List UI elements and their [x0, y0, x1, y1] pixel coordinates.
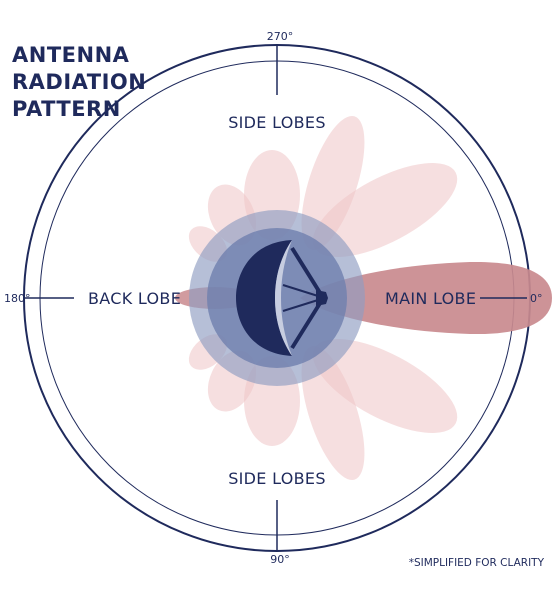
dish-face [275, 240, 292, 356]
diagram-title: ANTENNA RADIATION PATTERN [12, 43, 146, 121]
angle-label-left: 180° [4, 292, 31, 305]
angle-label-bottom: 90° [270, 553, 290, 566]
title-line-3: PATTERN [12, 97, 121, 121]
dish-strut [282, 299, 319, 312]
dish-feed [316, 290, 328, 306]
main-lobe-label: MAIN LOBE [385, 289, 476, 308]
side-lobe [312, 339, 458, 433]
dish-strut [290, 298, 324, 350]
side-lobes-top-label: SIDE LOBES [228, 113, 326, 132]
dish-antenna-icon [236, 240, 328, 356]
side-lobe [312, 163, 458, 257]
dish-strut [290, 246, 324, 298]
dish-body [236, 240, 292, 356]
title-line-1: ANTENNA [12, 43, 130, 67]
footnote: *SIMPLIFIED FOR CLARITY [409, 557, 545, 569]
dish-strut [282, 284, 319, 297]
side-lobe [301, 116, 365, 250]
title-line-2: RADIATION [12, 70, 146, 94]
side-lobes-bottom-label: SIDE LOBES [228, 469, 326, 488]
side-lobe [301, 346, 365, 480]
angle-label-top: 270° [267, 30, 294, 43]
angle-label-right: 0° [530, 292, 543, 305]
tick-marks [24, 45, 527, 550]
back-lobe-label: BACK LOBE [88, 289, 181, 308]
